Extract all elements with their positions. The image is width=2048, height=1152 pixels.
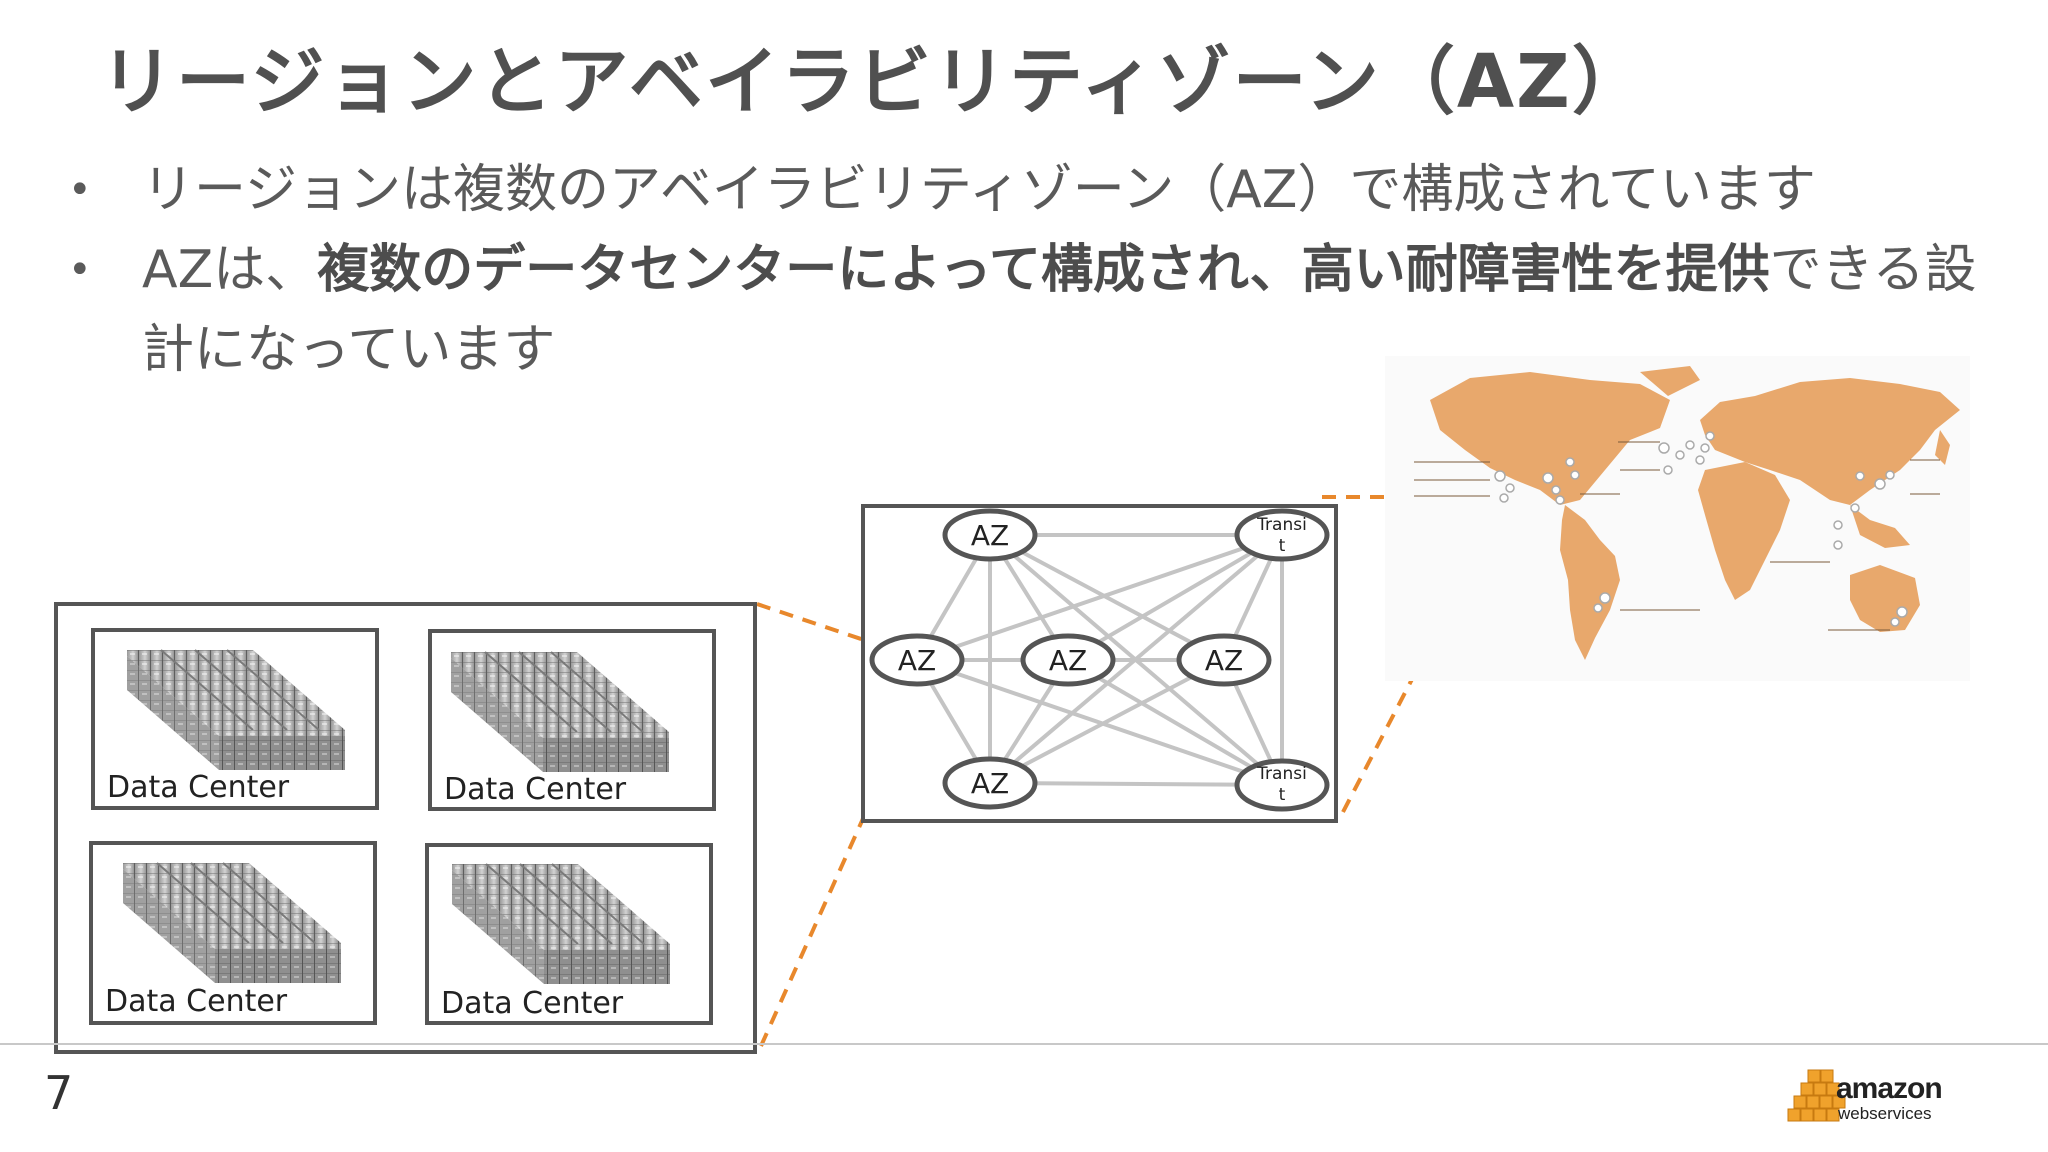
az-network-edges	[915, 533, 1284, 787]
bullet-list: • リージョンは複数のアベイラビリティゾーン（AZ）で構成されています • AZ…	[60, 150, 2000, 390]
bullet-marker: •	[68, 247, 92, 293]
az-node: AZ	[869, 633, 965, 687]
datacenter-label: Data Center	[441, 986, 624, 1021]
aws-logo-line1: amazon	[1836, 1072, 1943, 1105]
bullet-marker: •	[68, 167, 92, 213]
az-node-label: AZ	[971, 767, 1009, 800]
az-node: AZ	[942, 508, 1038, 562]
az-node: AZ	[1176, 633, 1272, 687]
az-node: AZ	[1020, 633, 1116, 687]
transit-node: Transi t	[1234, 758, 1330, 812]
aws-logo: amazon webservices	[1786, 1068, 1986, 1132]
page-number: 7	[44, 1066, 74, 1120]
transit-label-line1: Transi	[1256, 515, 1307, 535]
az-node-label: AZ	[898, 644, 936, 677]
slide-title: リージョンとアベイラビリティゾーン（AZ）	[100, 39, 1648, 125]
datacenter-4	[425, 843, 713, 1025]
datacenter-label: Data Center	[105, 984, 288, 1019]
az-node-label: AZ	[971, 519, 1009, 552]
aws-logo-cubes	[1787, 1069, 1846, 1122]
bullet-text-pre: AZは、	[142, 240, 318, 300]
world-map-image	[1385, 356, 1970, 681]
aws-logo-wordmark: amazon webservices	[1836, 1072, 1943, 1124]
datacenter-1	[91, 628, 379, 810]
datacenter-2	[428, 629, 716, 811]
bullet-item: • AZは、複数のデータセンターによって構成され、高い耐障害性を提供できる設計に…	[60, 230, 2000, 390]
transit-label-line1: Transi	[1256, 764, 1307, 784]
bullet-text-post: できる設計になっています	[142, 240, 1977, 380]
az-node: AZ	[942, 756, 1038, 810]
datacenter-label: Data Center	[107, 770, 290, 805]
az-node-label: AZ	[1205, 644, 1243, 677]
bullet-text: リージョンは複数のアベイラビリティゾーン（AZ）で構成されています	[142, 160, 1816, 220]
datacenter-3	[89, 841, 377, 1025]
bullet-text-bold: 複数のデータセンターによって構成され、高い耐障害性を提供	[317, 240, 1770, 300]
region-datacenter-group	[54, 602, 757, 1054]
transit-label-line2: t	[1279, 536, 1286, 556]
az-node-label: AZ	[1049, 644, 1087, 677]
bullet-item: • リージョンは複数のアベイラビリティゾーン（AZ）で構成されています	[60, 150, 2000, 230]
datacenter-label: Data Center	[444, 772, 627, 807]
footer-divider	[0, 1043, 2048, 1045]
aws-logo-line2: webservices	[1838, 1104, 1932, 1123]
transit-node: Transi t	[1234, 508, 1330, 562]
transit-label-line2: t	[1279, 785, 1286, 805]
